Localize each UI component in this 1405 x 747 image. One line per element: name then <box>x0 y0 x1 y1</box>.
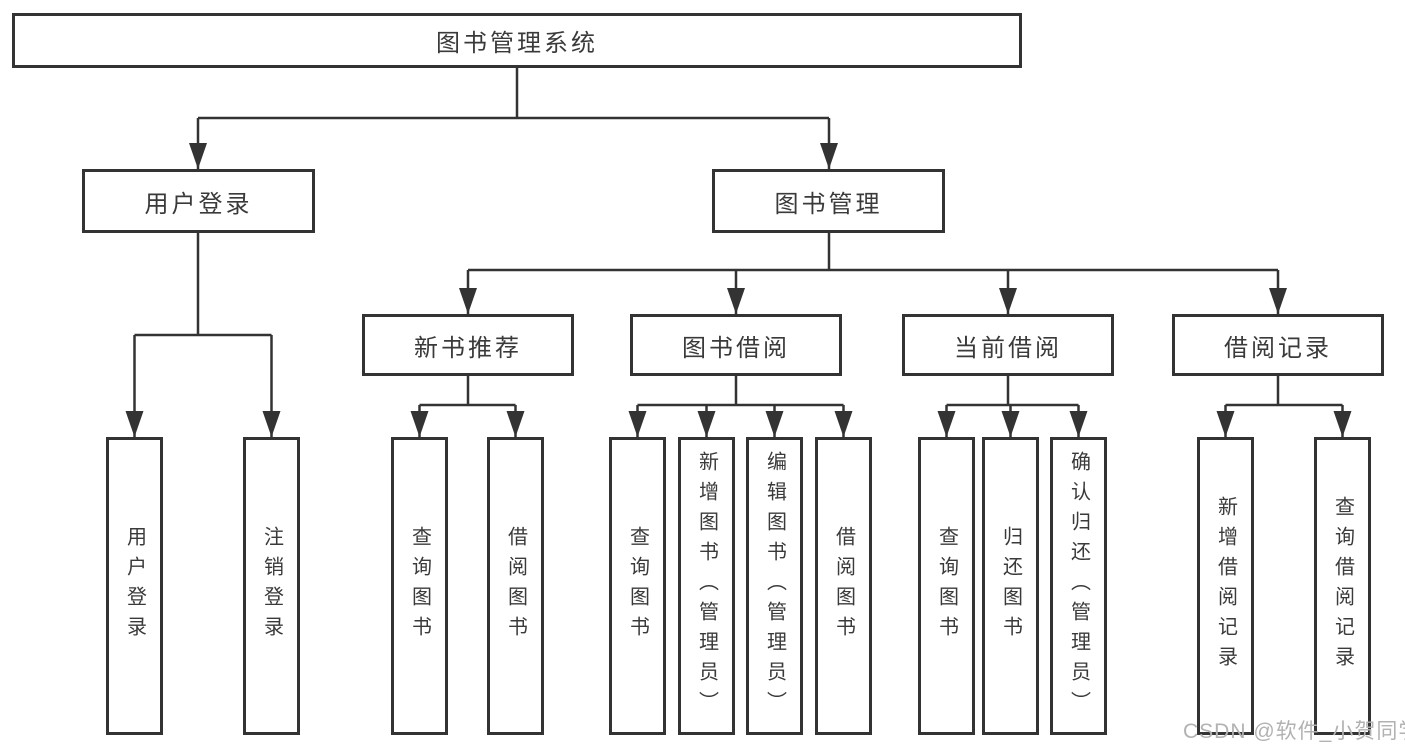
node-current-borrowing: 当前借阅 <box>902 314 1114 376</box>
node-borrowing-records: 借阅记录 <box>1172 314 1384 376</box>
leaf-query-books-3: 查询图书 <box>918 437 975 735</box>
node-new-book-recommendation: 新书推荐 <box>362 314 574 376</box>
leaf-query-borrow-record: 查询借阅记录 <box>1314 437 1371 735</box>
leaf-borrow-books-2: 借阅图书 <box>815 437 872 735</box>
leaf-add-books-admin: 新增图书（管理员） <box>678 437 735 735</box>
leaf-query-books-2: 查询图书 <box>609 437 666 735</box>
leaf-user-login: 用户登录 <box>106 437 163 735</box>
node-book-borrowing: 图书借阅 <box>630 314 842 376</box>
leaf-confirm-return-admin: 确认归还（管理员） <box>1050 437 1107 735</box>
leaf-borrow-books-1: 借阅图书 <box>487 437 544 735</box>
node-library-management-system: 图书管理系统 <box>12 13 1022 68</box>
node-book-management: 图书管理 <box>712 169 945 233</box>
leaf-return-books: 归还图书 <box>982 437 1039 735</box>
leaf-edit-books-admin: 编辑图书（管理员） <box>746 437 803 735</box>
node-user-login: 用户登录 <box>82 169 315 233</box>
leaf-query-books-1: 查询图书 <box>391 437 448 735</box>
leaf-logout: 注销登录 <box>243 437 300 735</box>
leaf-add-borrow-record: 新增借阅记录 <box>1197 437 1254 735</box>
